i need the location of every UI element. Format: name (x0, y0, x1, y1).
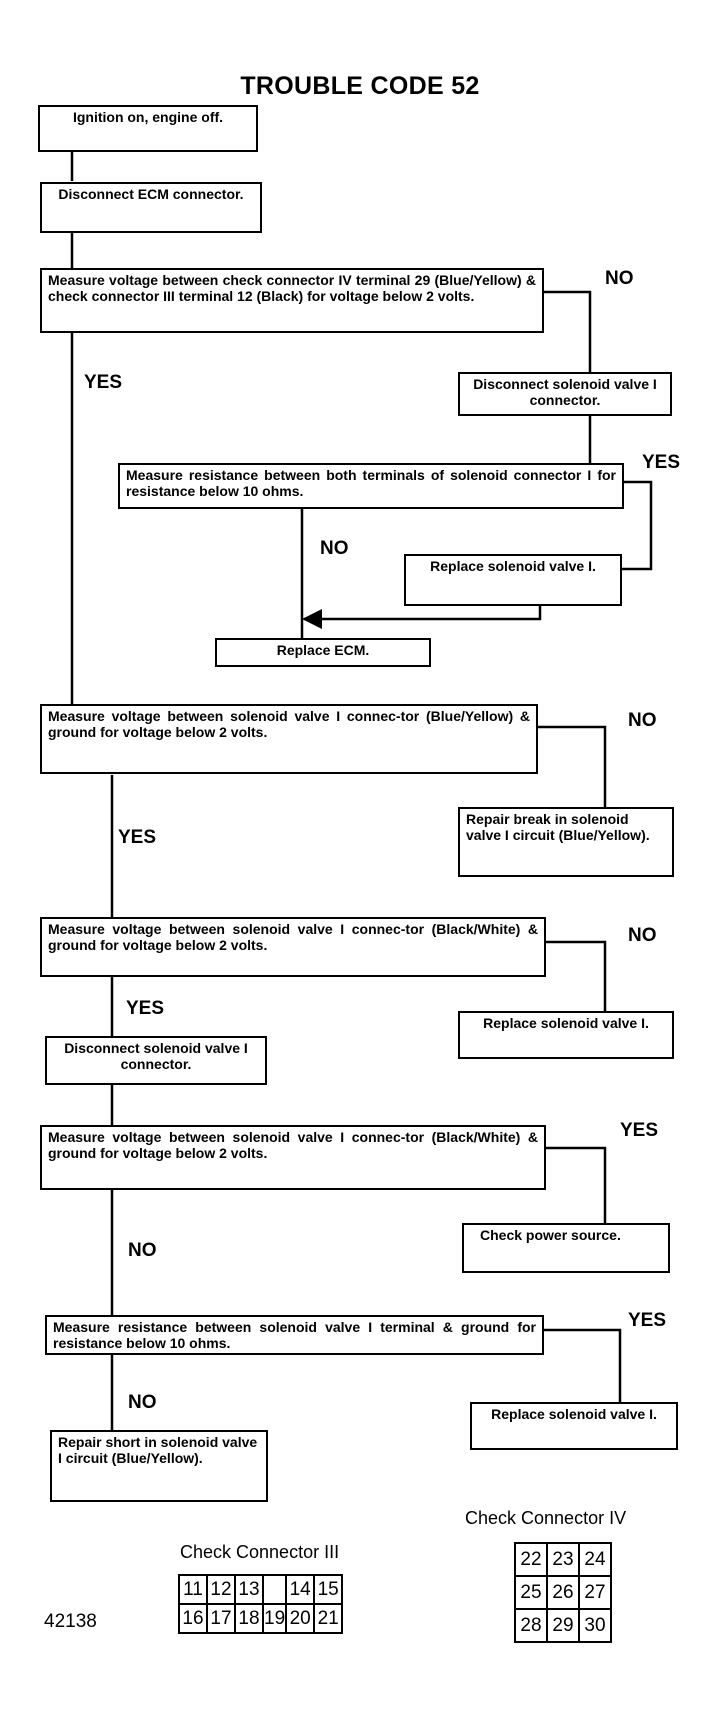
connector-pin: 28 (514, 1608, 548, 1643)
label-yes: YES (118, 827, 157, 848)
connector-pin: 17 (206, 1603, 236, 1634)
step-measure-voltage-black-white: Measure voltage between solenoid valve I… (40, 917, 546, 977)
connector-pin: 15 (313, 1574, 344, 1605)
connector-pin: 20 (285, 1603, 316, 1634)
connector-pin: 14 (285, 1574, 316, 1605)
line-s13-s14-yes (544, 1146, 607, 1223)
connector-pin: 11 (178, 1574, 208, 1605)
connector-pin: 22 (514, 1542, 548, 1577)
step-measure-resistance-solenoid: Measure resistance between both terminal… (118, 463, 624, 509)
connector-pin: 18 (234, 1603, 264, 1634)
step-check-power-source: Check power source. (462, 1223, 670, 1273)
connector-pin: 12 (206, 1574, 236, 1605)
step-measure-voltage-black-white: Measure voltage between solenoid valve I… (40, 1125, 546, 1190)
step-measure-resistance-ground: Measure resistance between solenoid valv… (45, 1315, 544, 1355)
step-replace-solenoid: Replace solenoid valve I. (470, 1402, 678, 1450)
step-disconnect-solenoid: Disconnect solenoid valve I connector. (45, 1036, 267, 1085)
label-yes: YES (628, 1310, 667, 1331)
label-no: NO (628, 710, 657, 731)
line-s6-s7-arrow (302, 605, 542, 629)
step-repair-break: Repair break in solenoid valve I circuit… (458, 807, 674, 877)
line-s10-s11-no (544, 940, 607, 1011)
label-no: NO (605, 268, 634, 289)
label-yes: YES (84, 372, 123, 393)
connector-pin: 23 (546, 1542, 580, 1577)
connector-iii-caption: Check Connector III (180, 1542, 340, 1562)
line-s5-s6-yes (620, 480, 653, 571)
step-repair-short: Repair short in solenoid valve I circuit… (50, 1430, 268, 1502)
label-yes: YES (620, 1120, 659, 1141)
step-disconnect-ecm: Disconnect ECM connector. (40, 182, 262, 233)
connector-pin: 19 (261, 1603, 288, 1634)
connector-pin: 26 (546, 1575, 580, 1610)
line-s3-s4-no (542, 290, 592, 372)
step-measure-voltage-blue-yellow: Measure voltage between solenoid valve I… (40, 704, 538, 774)
connector-pin: 30 (578, 1608, 612, 1643)
label-yes: YES (126, 998, 165, 1019)
step-replace-solenoid: Replace solenoid valve I. (458, 1011, 674, 1059)
connector-pin: 13 (234, 1574, 264, 1605)
connector-key-slot (261, 1574, 288, 1605)
label-no: NO (128, 1240, 157, 1261)
step-replace-solenoid: Replace solenoid valve I. (404, 554, 622, 606)
connector-iv-caption: Check Connector IV (465, 1508, 627, 1528)
connector-pin: 16 (178, 1603, 208, 1634)
line-s15-s16-yes (542, 1328, 622, 1402)
connector-iii-diagram: 11 12 13 14 15 16 17 18 19 20 21 (178, 1574, 344, 1634)
connector-pin: 29 (546, 1608, 580, 1643)
connector-pin: 27 (578, 1575, 612, 1610)
step-replace-ecm: Replace ECM. (215, 638, 431, 667)
step-ignition-on: Ignition on, engine off. (38, 105, 258, 152)
label-no: NO (320, 538, 349, 559)
connector-pin: 25 (514, 1575, 548, 1610)
step-measure-voltage-connectors: Measure voltage between check connector … (40, 268, 544, 333)
page-title: TROUBLE CODE 52 (240, 72, 480, 100)
connector-pin: 21 (313, 1603, 344, 1634)
label-yes: YES (642, 452, 681, 473)
label-no: NO (628, 925, 657, 946)
connector-iv-diagram: 22 23 24 25 26 27 28 29 30 (514, 1542, 612, 1643)
figure-id: 42138 (44, 1611, 97, 1632)
step-disconnect-solenoid: Disconnect solenoid valve I connector. (458, 372, 672, 416)
line-s8-s9-no (536, 725, 607, 807)
connector-pin: 24 (578, 1542, 612, 1577)
label-no: NO (128, 1392, 157, 1413)
